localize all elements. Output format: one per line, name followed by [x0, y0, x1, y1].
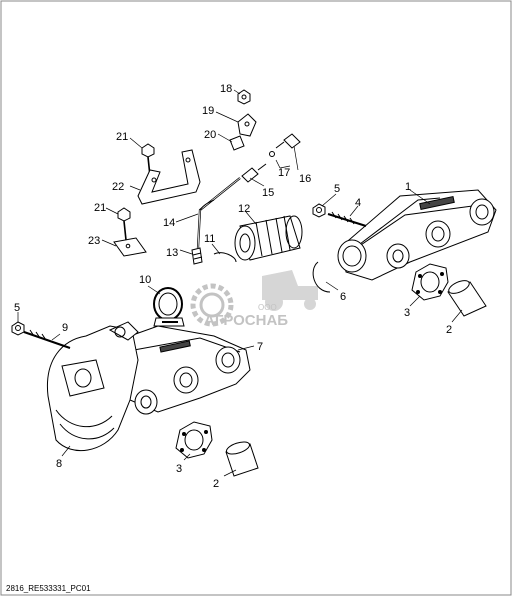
drawing-code: 2816_RE533331_PC01: [6, 584, 91, 593]
part-23-plate: [113, 237, 147, 257]
part-3-gasket-rear: [175, 421, 213, 459]
watermark-company-form: ООО: [258, 303, 277, 312]
part-2-sleeve-front: [447, 280, 487, 317]
gear-logo-icon: [190, 283, 234, 327]
part-15-sensor: [241, 163, 267, 183]
callout-14: 14: [163, 217, 175, 229]
callout-16: 16: [299, 173, 311, 185]
part-5-nut-front: [312, 203, 326, 218]
part-19-clip: [237, 113, 257, 137]
watermark-company-name: АГРОСНАБ: [204, 312, 288, 329]
callout-20: 20: [204, 129, 216, 141]
part-5-nut-rear: [11, 321, 25, 336]
part-2-sleeve-rear: [225, 441, 259, 477]
part-6-retaining-ring: [312, 261, 331, 293]
callout-8: 8: [56, 458, 62, 470]
tractor-silhouette-icon: [262, 270, 318, 311]
callout-5-front: 5: [334, 183, 340, 195]
callout-19: 19: [202, 105, 214, 117]
callout-22: 22: [112, 181, 124, 193]
agrosnab-watermark: ООО АГРОСНАБ: [190, 270, 318, 329]
callout-11: 11: [204, 233, 215, 245]
part-4-stud-front: [327, 211, 367, 227]
part-18-nut: [237, 89, 251, 105]
part-13-fitting: [191, 247, 203, 265]
part-9-stud-rear: [23, 329, 71, 349]
callout-6: 6: [340, 291, 346, 303]
parts-linework: [11, 89, 497, 477]
part-14-tube: [196, 177, 241, 249]
part-1-exhaust-manifold-front: [337, 189, 497, 281]
callout-1: 1: [405, 181, 411, 193]
part-16-sensor: [269, 133, 301, 157]
part-20-bracket: [229, 135, 245, 151]
part-3-gasket-front: [411, 263, 449, 301]
callout-23: 23: [88, 235, 100, 247]
callout-3-rear: 3: [176, 463, 182, 475]
callout-18: 18: [220, 83, 232, 95]
callout-13: 13: [166, 247, 178, 259]
callout-9: 9: [62, 322, 68, 334]
part-12-bellows: [234, 215, 303, 261]
callout-4: 4: [355, 197, 361, 209]
part-21-bolt-lower: [117, 207, 131, 241]
callout-21-lower: 21: [94, 202, 106, 214]
callout-3-front: 3: [404, 307, 410, 319]
callout-2-rear: 2: [213, 478, 219, 490]
callout-17: 17: [278, 167, 290, 179]
part-10-v-band-clamp: [153, 287, 185, 327]
part-22-bracket: [137, 149, 201, 205]
part-11-ring: [213, 252, 237, 263]
part-8-turbine-housing: [46, 321, 139, 452]
callout-21-upper: 21: [116, 131, 128, 143]
callout-2-front: 2: [446, 324, 452, 336]
callout-7: 7: [257, 341, 263, 353]
callout-5-rear: 5: [14, 302, 20, 314]
callout-labels: 1 2 2 3 3 4 5 5 6 7 8 9 10 11 12 13 14 1…: [14, 83, 452, 490]
part-7-exhaust-manifold-rear: [119, 325, 251, 415]
leader-lines: [17, 89, 463, 477]
callout-12: 12: [238, 203, 250, 215]
callout-10: 10: [139, 274, 151, 286]
callout-15: 15: [262, 187, 274, 199]
